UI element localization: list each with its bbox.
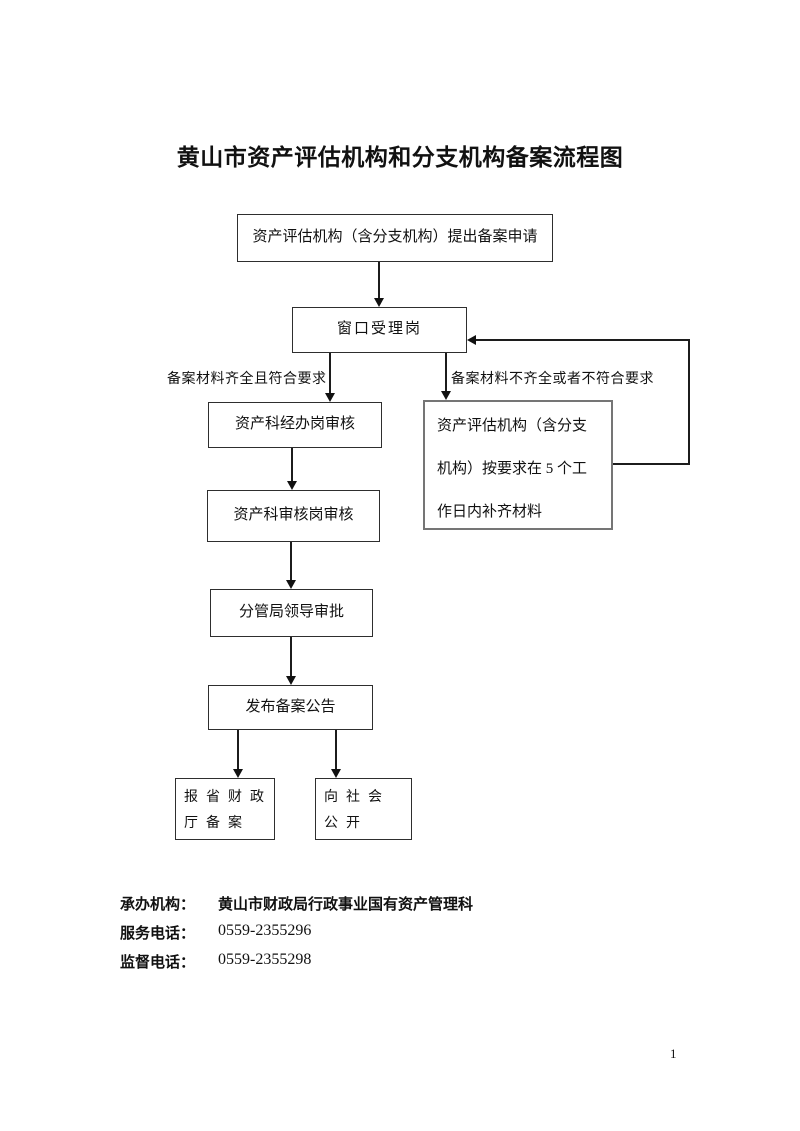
page-title: 黄山市资产评估机构和分支机构备案流程图 [176,145,624,170]
flow-node-window: 窗口受理岗 [292,307,467,353]
flow-node-public-label: 向社会公开 [324,790,390,831]
arrowhead-handling-review [287,481,297,490]
flow-node-leader: 分管局领导审批 [210,589,373,637]
footer: 承办机构： 黄山市财政局行政事业国有资产管理科 服务电话： 0559-23552… [120,893,473,980]
flow-node-announce-label: 发布备案公告 [245,698,336,715]
connector-feedback-bottom [613,463,690,465]
connector-feedback-right [688,339,690,465]
connector-window-handling [329,353,331,393]
footer-agency-value: 黄山市财政局行政事业国有资产管理科 [218,896,474,913]
footer-row-service-phone: 服务电话： 0559-2355296 [120,922,473,943]
footer-row-agency: 承办机构： 黄山市财政局行政事业国有资产管理科 [120,893,473,914]
footer-service-phone-label: 服务电话： [120,925,196,942]
connector-window-supplement [445,353,447,391]
arrowhead-apply-window [374,298,384,307]
flow-node-review-label: 资产科审核岗审核 [233,507,354,524]
footer-agency-label: 承办机构： [120,896,196,913]
flow-node-announce: 发布备案公告 [208,685,373,730]
flow-node-provincial-label: 报省财政厅备案 [184,790,272,831]
page-number: 1 [670,1046,677,1061]
footer-supervision-phone-value: 0559-2355298 [218,951,312,968]
connector-leader-announce [290,637,292,676]
flow-node-apply: 资产评估机构（含分支机构）提出备案申请 [237,214,553,262]
branch-label-unqualified: 备案材料不齐全或者不符合要求 [451,372,654,387]
arrowhead-window-supplement [441,391,451,400]
connector-apply-window [378,262,380,298]
flow-node-leader-label: 分管局领导审批 [238,604,344,621]
flow-node-public: 向社会公开 [315,778,412,840]
footer-service-phone-value: 0559-2355296 [218,922,312,939]
flow-node-review: 资产科审核岗审核 [207,490,380,542]
arrowhead-leader-announce [286,676,296,685]
flow-node-supplement-label: 资产评估机构（含分支机构）按要求在 5 个工作日内补齐材料 [437,418,588,520]
connector-review-leader [290,542,292,580]
footer-supervision-phone-label: 监督电话： [120,954,196,971]
flow-node-window-label: 窗口受理岗 [336,321,422,338]
arrowhead-review-leader [286,580,296,589]
arrowhead-feedback-window [467,335,476,345]
flow-node-handling: 资产科经办岗审核 [208,402,382,448]
connector-feedback-top [476,339,690,341]
flow-node-provincial: 报省财政厅备案 [175,778,275,840]
arrowhead-window-handling [325,393,335,402]
flow-node-supplement: 资产评估机构（含分支机构）按要求在 5 个工作日内补齐材料 [423,400,613,530]
connector-announce-provincial [237,730,239,769]
connector-handling-review [291,448,293,481]
arrowhead-announce-provincial [233,769,243,778]
arrowhead-announce-public [331,769,341,778]
flow-node-handling-label: 资产科经办岗审核 [234,416,355,433]
connector-announce-public [335,730,337,769]
branch-label-qualified: 备案材料齐全且符合要求 [167,372,327,387]
footer-row-supervision-phone: 监督电话： 0559-2355298 [120,951,473,972]
flow-node-apply-label: 资产评估机构（含分支机构）提出备案申请 [252,229,538,246]
